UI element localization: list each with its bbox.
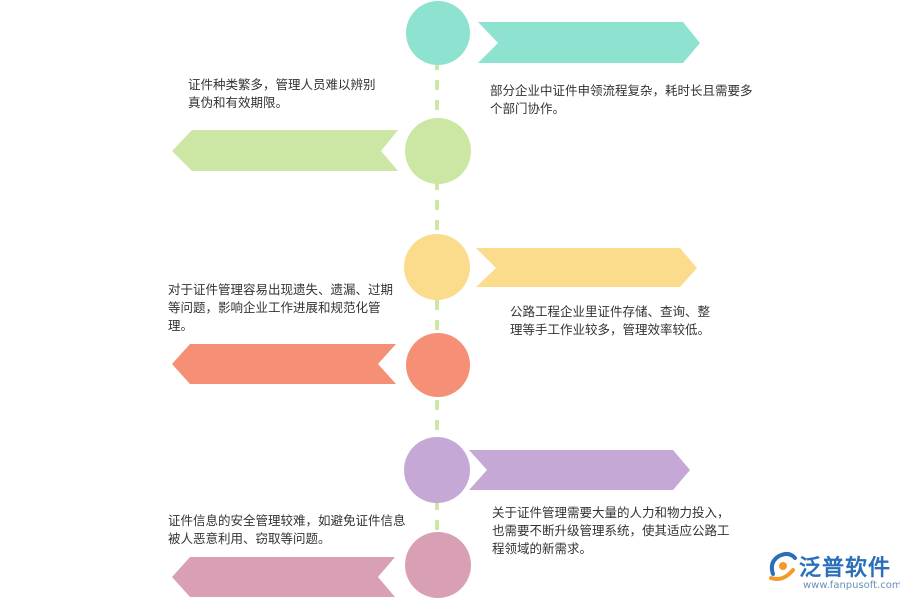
- brand-url: www.fanpusoft.com: [803, 580, 900, 591]
- arrow-banner-3: [476, 248, 697, 287]
- timeline-node-6: [405, 532, 471, 598]
- arrow-banner-2: [172, 130, 398, 171]
- arrow-banner-6: [172, 557, 395, 597]
- arrow-banner-1: [478, 22, 700, 63]
- brand-logo-icon: [769, 551, 797, 581]
- description-text-1: 部分企业中证件申领流程复杂，耗时长且需要多个部门协作。: [490, 83, 753, 116]
- timeline-node-5: [404, 437, 470, 503]
- brand-logo: 泛普软件 www.fanpusoft.com: [765, 548, 900, 598]
- timeline-node-3: [404, 234, 470, 300]
- timeline-node-1: [406, 1, 470, 65]
- description-text-3: 公路工程企业里证件存储、查询、整理等手工作业较多，管理效率较低。: [510, 304, 711, 337]
- description-text-5: 关于证件管理需要大量的人力和物力投入，也需要不断升级管理系统，使其适应公路工程领…: [492, 505, 730, 556]
- arrow-banner-4: [172, 344, 396, 384]
- description-text-6: 证件信息的安全管理较难，如避免证件信息被人恶意利用、窃取等问题。: [168, 513, 406, 546]
- description-text-2: 证件种类繁多，管理人员难以辨别真伪和有效期限。: [188, 77, 376, 110]
- brand-name: 泛普软件: [799, 556, 892, 581]
- description-text-4: 对于证件管理容易出现遗失、遗漏、过期等问题，影响企业工作进展和规范化管理。: [168, 282, 394, 333]
- arrow-banner-5: [469, 450, 690, 490]
- timeline-node-2: [405, 118, 471, 184]
- timeline-node-4: [406, 333, 470, 397]
